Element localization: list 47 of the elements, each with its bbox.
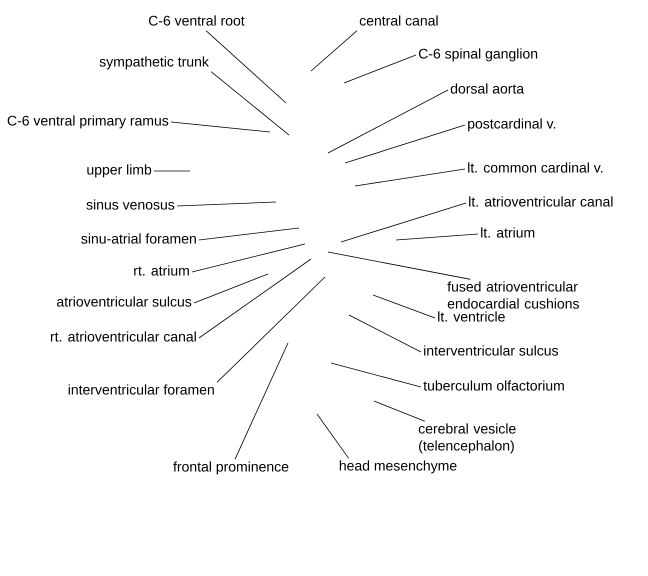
structure-label: lt. atrioventricular canal <box>469 196 612 207</box>
structure-label: C-6 spinal ganglion <box>418 48 538 62</box>
leader-line <box>328 252 471 280</box>
leader-line <box>344 124 466 164</box>
leader-line <box>176 202 276 206</box>
structure-label: atrioventricular sulcus <box>57 296 192 307</box>
leader-line <box>206 30 286 104</box>
structure-label: head mesenchyme <box>340 460 456 474</box>
structure-label: lt. ventricle <box>438 311 505 322</box>
leader-line <box>310 30 358 72</box>
structure-label: C-6 ventral primary ramus <box>8 115 168 128</box>
structure-label: C-6 ventral root <box>148 15 245 26</box>
leader-line <box>328 90 448 154</box>
structure-label: central canal <box>360 15 438 26</box>
leader-line <box>374 400 426 422</box>
leader-line <box>216 276 326 383</box>
structure-label: tuberculum olfactorium <box>423 380 564 391</box>
structure-label: interventricular foramen <box>68 384 214 395</box>
leader-line <box>344 54 416 84</box>
structure-label: sympathetic trunk <box>100 56 209 70</box>
leader-line <box>340 202 466 242</box>
leader-line <box>372 294 436 318</box>
structure-label: interventricular sulcus <box>424 345 558 356</box>
leader-line <box>198 258 312 338</box>
structure-label: sinu-atrial foramen <box>81 233 196 244</box>
leader-line <box>170 122 270 132</box>
leader-line <box>210 71 290 136</box>
structure-label: lt. common cardinal v. <box>468 162 602 173</box>
structure-label: postcardinal v. <box>468 118 556 132</box>
leader-line <box>316 414 350 459</box>
structure-label: rt. atrium <box>134 265 189 276</box>
structure-label: sinus venosus <box>86 199 174 210</box>
leader-line <box>348 314 422 352</box>
leader-line <box>354 168 466 186</box>
structure-label: dorsal aorta <box>450 83 524 94</box>
leader-line <box>154 170 190 172</box>
structure-label: lt. atrium <box>481 227 534 238</box>
leader-line <box>192 244 306 272</box>
structure-label: frontal prominence <box>173 461 288 474</box>
leader-line <box>194 274 268 304</box>
leader-line <box>234 342 288 460</box>
leader-line <box>396 234 478 240</box>
structure-label: rt. atrioventricular canal <box>50 331 196 342</box>
leader-line <box>330 362 422 388</box>
leader-line <box>198 228 300 240</box>
structure-label: upper limb <box>87 164 152 178</box>
structure-label: cerebral vesicle (telencephalon) <box>418 423 516 454</box>
